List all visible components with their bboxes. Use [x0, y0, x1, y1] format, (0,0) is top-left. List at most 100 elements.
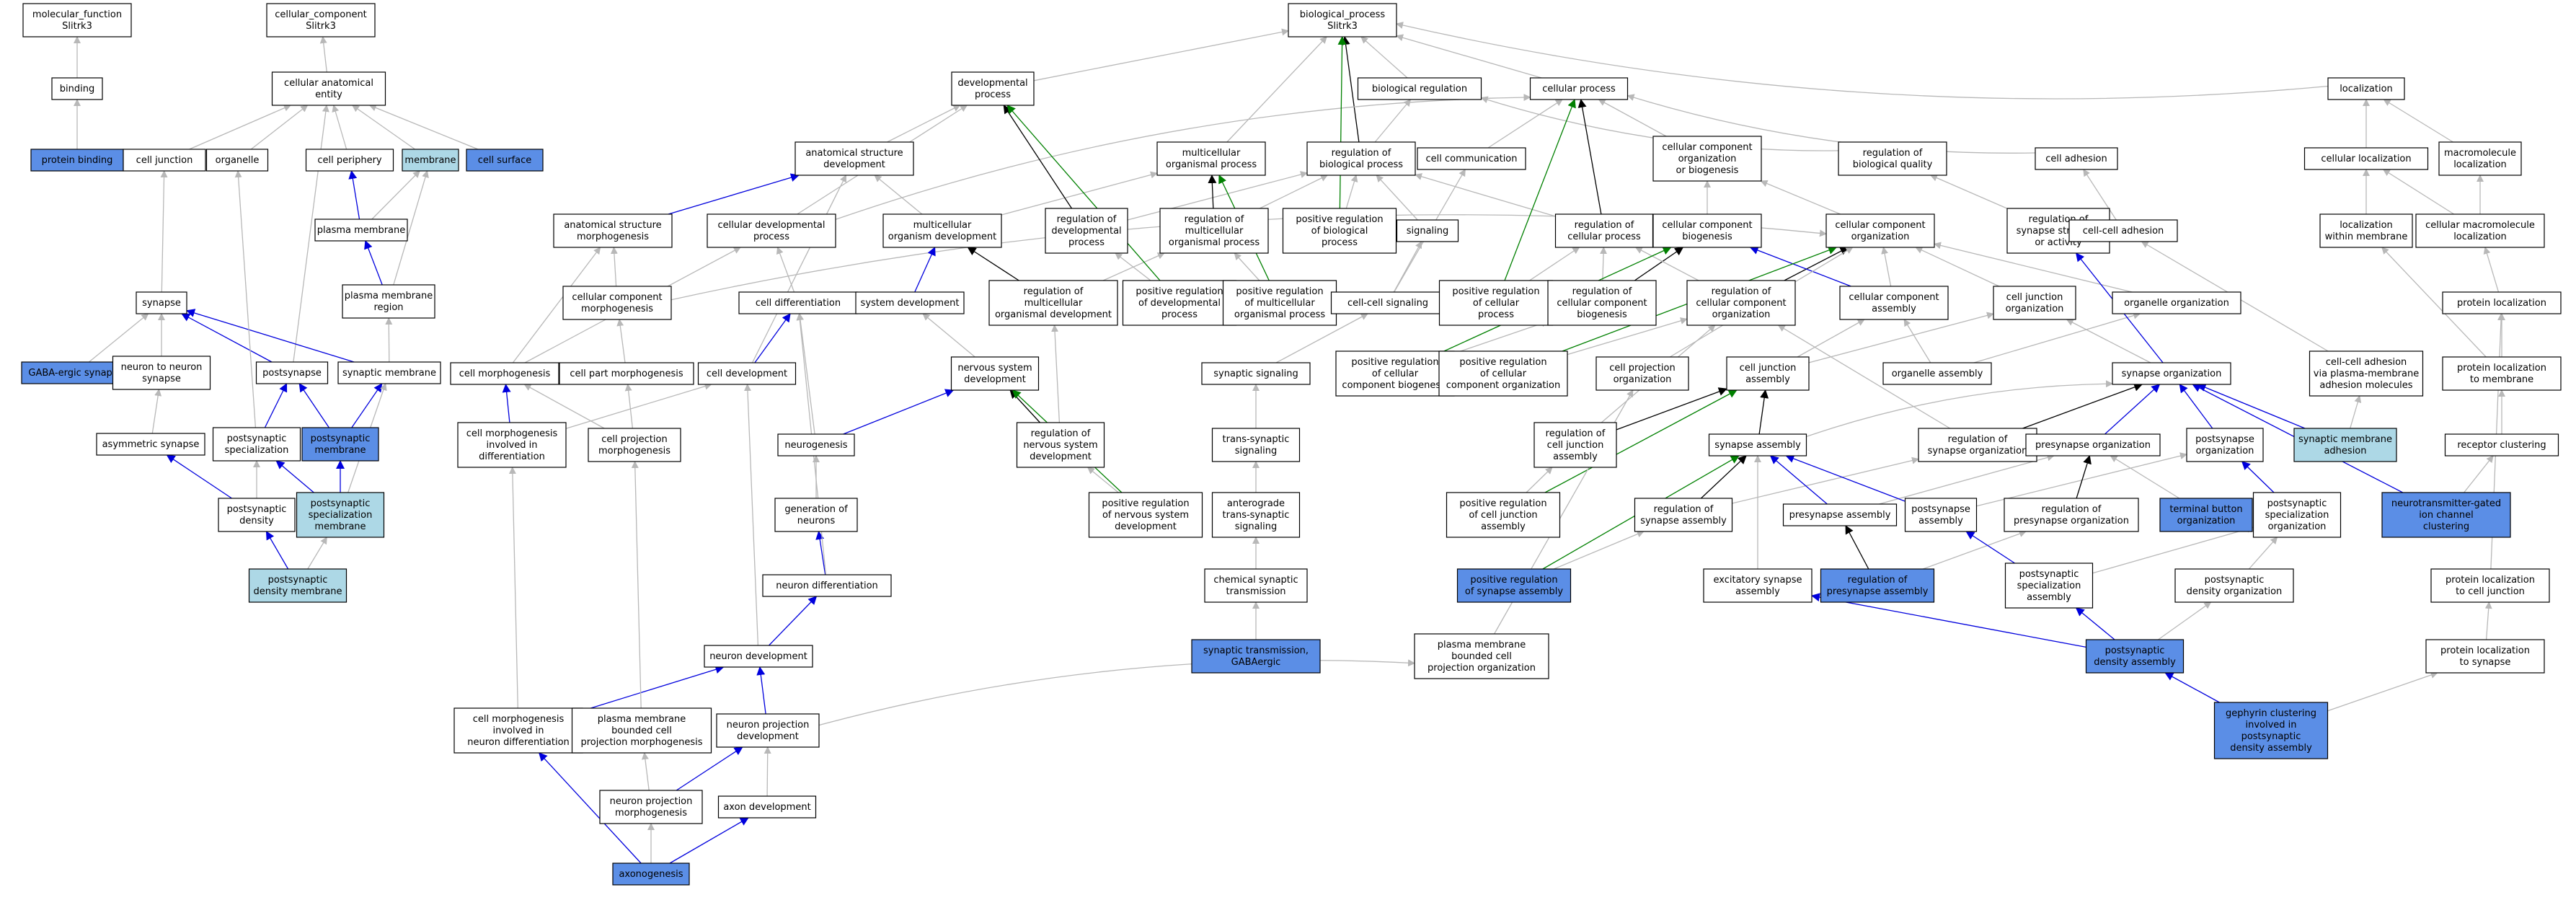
node-label-line: postsynapse [2195, 434, 2254, 445]
node-box [1306, 141, 1416, 176]
node-label-line: cell junction [1547, 440, 1604, 451]
node-label-line: cell junction [136, 155, 193, 166]
node-label-line: positive regulation [1296, 214, 1383, 225]
node-label-line: postsynaptic [311, 433, 371, 444]
edge-neurdev-to-celldev [743, 384, 759, 646]
node-box [1708, 433, 1807, 456]
edge-ccadh-to-celladh [2083, 169, 2117, 221]
node-box [855, 291, 965, 314]
edge-ccmorph-to-asm [610, 247, 618, 287]
edge-celldev-to-celldiff [754, 313, 791, 363]
edge-plasmamem-to-cellper [348, 170, 360, 220]
node-box [1396, 219, 1459, 242]
node-label-line: projection morphogenesis [580, 737, 702, 748]
go-term-node-cellmorph: cell morphogenesis [450, 362, 559, 385]
go-term-node-synmem: synaptic membrane [337, 361, 441, 384]
edge-orgasm-to-ccassembly [1903, 319, 1931, 363]
node-box [2085, 639, 2185, 674]
node-label-line: organization [1614, 374, 1672, 385]
edge-regcellproc-to-cellproc [1577, 99, 1602, 215]
node-box [1357, 77, 1482, 100]
edge-mod-to-multiproc [1001, 171, 1158, 216]
node-box [882, 213, 1002, 248]
node-label-line: cellular component [1835, 220, 1925, 231]
go-term-node-synsig: synaptic signaling [1201, 362, 1311, 385]
node-box [1595, 356, 1689, 391]
node-label-line: cellular component [1849, 292, 1939, 303]
node-label-line: bounded cell [611, 725, 672, 736]
node-box [2174, 568, 2294, 603]
node-label-line: cellular process [1567, 231, 1641, 242]
node-box [762, 574, 892, 597]
edge-cja-to-cjorg [1808, 312, 1994, 363]
go-term-node-biolreg: biological regulation [1357, 77, 1482, 100]
node-box [1211, 492, 1301, 538]
node-label-line: anatomical structure [805, 148, 903, 159]
node-label-line: positive regulation [1236, 286, 1323, 297]
node-label-line: specialization [2017, 581, 2081, 591]
node-label-line: organization [2196, 446, 2254, 456]
edge-neurogenesis-to-nsdev [843, 389, 955, 435]
node-label-line: protein localization [2457, 363, 2546, 374]
node-label-line: cellular component [1557, 298, 1647, 309]
node-box [1726, 356, 1810, 391]
node-label-line: organization [2268, 521, 2327, 532]
node-label-line: plasma membrane [345, 291, 433, 301]
node-label-line: morphogenesis [615, 808, 687, 819]
node-box [1204, 568, 1308, 603]
node-label-line: presynapse organization [2014, 516, 2129, 526]
edge-psdorg-to-pssorg [2248, 537, 2278, 570]
node-label-line: synapse organization [2122, 369, 2222, 379]
node-label-line: trans-synaptic [1223, 434, 1290, 445]
edge-regpresynasm-to-regpresynorg [1922, 530, 2027, 570]
edge-pmregion-to-plasmamem [364, 240, 383, 286]
node-label-line: protein localization [2457, 298, 2546, 309]
node-label-line: synapse assembly [1640, 516, 1727, 526]
node-label-line: process [753, 231, 789, 242]
node-label-line: regulation of [1185, 214, 1244, 225]
node-label-line: chemical synaptic [1213, 575, 1298, 586]
edge-synapse-to-celljunc [160, 170, 168, 293]
edge-regcja-to-cja [1616, 387, 1727, 431]
node-box [1652, 213, 1762, 248]
edge-psm-to-synmem [351, 383, 383, 428]
edge-pmbcpm-to-cpm [631, 461, 642, 709]
node-label-line: postsynaptic [2205, 575, 2265, 586]
node-label-line: regulation of [1948, 434, 2008, 445]
node-box [571, 707, 712, 754]
node-label-line: regulation of [1546, 428, 1606, 439]
edge-cmind-to-neurdev [582, 665, 725, 712]
edge-ccsig-to-signaling [1393, 241, 1422, 293]
edge-posregdev-to-regdev [1115, 252, 1151, 281]
node-label-line: adhesion [2324, 446, 2366, 456]
node-label-line: cellular component [1696, 298, 1786, 309]
edge-cellsurf-to-cae [368, 104, 479, 150]
node-label-line: of synapse assembly [1465, 586, 1564, 597]
edge-asym-to-n2n [151, 389, 162, 434]
node-box [1652, 136, 1762, 182]
edge-pss-to-postsyn [264, 383, 288, 428]
edge-posregccbio-to-regccbio [1453, 319, 1549, 354]
node-box [136, 291, 187, 314]
node-label-line: protein binding [42, 155, 113, 166]
node-box [1782, 503, 1898, 526]
node-label-line: regulation of [1031, 428, 1091, 439]
node-label-line: process [975, 89, 1011, 100]
node-label-line: neuron development [709, 651, 807, 662]
go-term-node-cellper: cell periphery [305, 149, 394, 172]
edge-orgasm-to-orgorg [1973, 312, 2141, 363]
node-box [795, 141, 914, 176]
node-box [1211, 428, 1301, 462]
node-label-line: plasma membrane [598, 714, 686, 725]
node-label-line: regulation of [1654, 504, 1714, 515]
node-label-line: cell morphogenesis [466, 428, 558, 439]
